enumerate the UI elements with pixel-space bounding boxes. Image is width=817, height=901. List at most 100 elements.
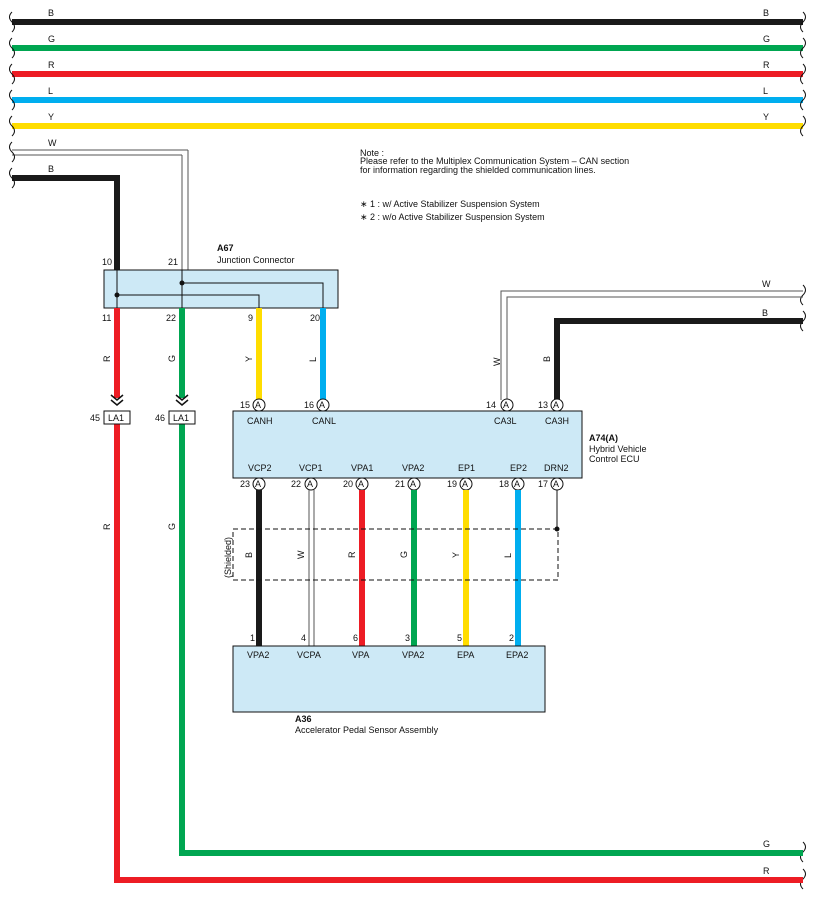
harness-label-r: R — [347, 551, 357, 558]
harness-label-b: B — [244, 552, 254, 558]
a74-pin-18: 18 — [499, 479, 509, 489]
shield-ground-dot — [554, 526, 560, 532]
a74-bottom-conn-3: A — [358, 479, 364, 489]
a74-pin-20: 20 — [343, 479, 353, 489]
bus-lines: B B G G R R L L Y Y W B — [9, 8, 806, 890]
a74-top-pins: A A A A 15 16 14 13 CANH CANL CA3L CA3H — [240, 398, 569, 426]
a74-hybrid-ecu: A74(A) Hybrid Vehicle Control ECU A A A … — [232, 398, 647, 491]
bus-label-l-right: L — [763, 86, 768, 96]
splice-num-46: 46 — [155, 413, 165, 423]
splice-num-45: 45 — [90, 413, 100, 423]
a67-wires: R G Y L R G G R — [102, 308, 803, 883]
wire-label-b-right-bus: B — [762, 308, 768, 318]
a74-bottom-conn-6: A — [514, 479, 520, 489]
a67-pin-10: 10 — [102, 257, 112, 267]
bus-label-b2-left: B — [48, 164, 54, 174]
a36-pin-4: 4 — [301, 633, 306, 643]
a36-accelerator-sensor: 1 4 6 3 5 2 VPA2 VCPA VPA VPA2 EPA EPA2 … — [232, 633, 546, 735]
wire-label-r-long: R — [102, 523, 112, 530]
a74-pin-drn2: DRN2 — [544, 463, 569, 473]
a36-pin-vpa2-a: VPA2 — [247, 650, 269, 660]
a67-pin-22: 22 — [166, 313, 176, 323]
a36-name: Accelerator Pedal Sensor Assembly — [295, 725, 439, 735]
a36-pin-epa: EPA — [457, 650, 474, 660]
a74-pin-vpa1: VPA1 — [351, 463, 373, 473]
a67-pin-21: 21 — [168, 257, 178, 267]
shielded-label: (Shielded) — [223, 537, 233, 578]
a74-bottom-pins: A A A A A A A 23 22 20 21 19 18 17 VCP2 … — [240, 463, 569, 491]
a67-pin-9: 9 — [248, 313, 253, 323]
a74-pin-vcp2: VCP2 — [248, 463, 272, 473]
a74-top-conn-3: A — [503, 400, 509, 410]
a67-name: Junction Connector — [217, 255, 295, 265]
a74-pin-14: 14 — [486, 400, 496, 410]
a74-bottom-conn-5: A — [462, 479, 468, 489]
wire-r-long — [114, 424, 803, 883]
splice-connectors: 45 LA1 46 LA1 — [90, 394, 196, 425]
a36-pin-vcpa: VCPA — [297, 650, 321, 660]
wire-label-g-left: G — [167, 355, 177, 362]
a74-pin-17: 17 — [538, 479, 548, 489]
a67-splice-dot-2 — [179, 280, 185, 286]
chevron-icon — [110, 394, 124, 406]
bus-label-w-left: W — [48, 138, 57, 148]
wire-label-l-can: L — [308, 357, 318, 362]
a74-pin-ep1: EP1 — [458, 463, 475, 473]
a74-pin-21: 21 — [395, 479, 405, 489]
a74-bottom-conn-4: A — [410, 479, 416, 489]
a74-pin-vcp1: VCP1 — [299, 463, 323, 473]
wire-label-r-bottom: R — [763, 866, 770, 876]
a36-pin-6: 6 — [353, 633, 358, 643]
splice-label-46: LA1 — [173, 413, 189, 423]
bus-label-r-left: R — [48, 60, 55, 70]
wire-b-right — [554, 318, 803, 400]
a36-pin-epa2: EPA2 — [506, 650, 528, 660]
a74-pin-13: 13 — [538, 400, 548, 410]
wire-label-w-right: W — [492, 357, 502, 366]
a74-pin-ep2: EP2 — [510, 463, 527, 473]
shield-outline — [232, 528, 559, 581]
bus-label-y-right: Y — [763, 112, 769, 122]
a74-top-conn-4: A — [553, 400, 559, 410]
a74-pin-ca3l: CA3L — [494, 416, 517, 426]
note-block: Note : Please refer to the Multiplex Com… — [360, 148, 629, 222]
a36-pin-vpa2-b: VPA2 — [402, 650, 424, 660]
a74-top-conn-1: A — [255, 400, 261, 410]
note-line-2: for information regarding the shielded c… — [360, 165, 596, 175]
a74-pin-22: 22 — [291, 479, 301, 489]
wire-label-w-right-bus: W — [762, 279, 771, 289]
a74-name-2: Control ECU — [589, 454, 640, 464]
a67-splice-dot-1 — [114, 292, 120, 298]
splice-la1-46-box — [168, 410, 196, 425]
wire-label-g-long: G — [167, 523, 177, 530]
a74-name-1: Hybrid Vehicle — [589, 444, 647, 454]
a36-pin-2: 2 — [509, 633, 514, 643]
bus-label-g-left: G — [48, 34, 55, 44]
a36-pin-5: 5 — [457, 633, 462, 643]
a74-pin-ca3h: CA3H — [545, 416, 569, 426]
sensor-harness: (Shielded) B W R G Y L — [223, 490, 560, 646]
wire-label-r-left: R — [102, 355, 112, 362]
bus-label-b-right: B — [763, 8, 769, 18]
splice-la1-45-box — [103, 410, 131, 425]
a74-pin-15: 15 — [240, 400, 250, 410]
a67-code: A67 — [217, 243, 234, 253]
a74-pin-canl: CANL — [312, 416, 336, 426]
wire-b-to-a67 — [12, 175, 120, 270]
note-item-2: ∗ 2 : w/o Active Stabilizer Suspension S… — [360, 212, 545, 222]
a74-right-wires: W B W B — [492, 279, 803, 400]
a74-pin-23: 23 — [240, 479, 250, 489]
harness-label-w: W — [296, 550, 306, 559]
a36-pin-3: 3 — [405, 633, 410, 643]
a67-pin-20: 20 — [310, 313, 320, 323]
a67-pin-11: 11 — [102, 313, 111, 323]
a67-body — [103, 269, 339, 309]
bus-label-l-left: L — [48, 86, 53, 96]
bus-label-y-left: Y — [48, 112, 54, 122]
a74-pin-vpa2: VPA2 — [402, 463, 424, 473]
break-marks-right — [800, 11, 806, 890]
a74-top-conn-2: A — [319, 400, 325, 410]
wire-label-b-right: B — [542, 356, 552, 362]
a74-bottom-conn-7: A — [553, 479, 559, 489]
